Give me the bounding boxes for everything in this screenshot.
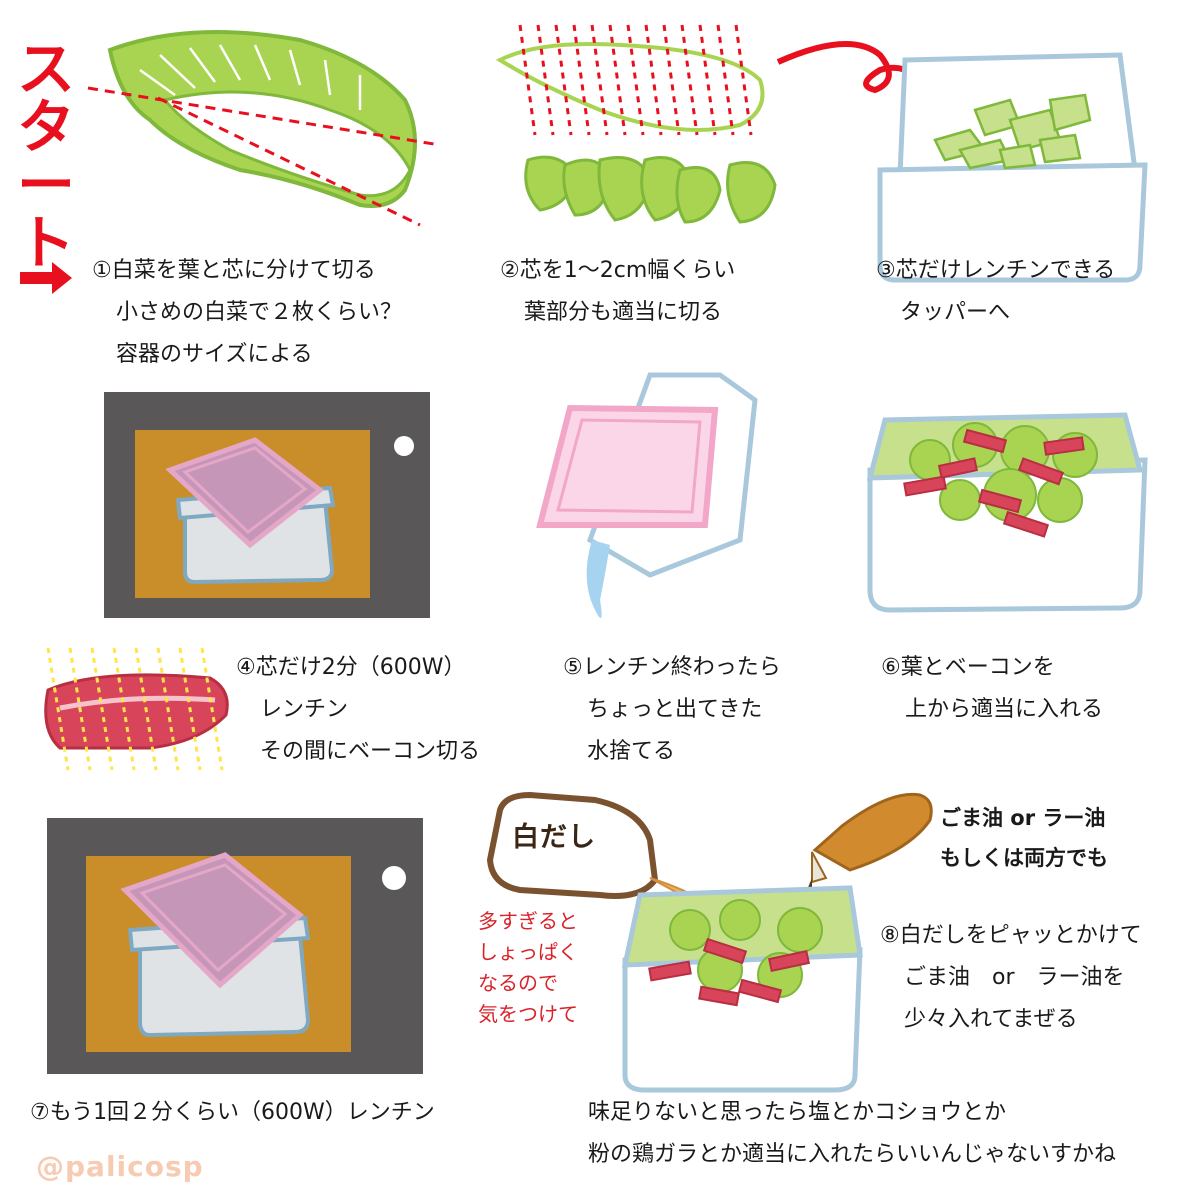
step-3-text: ③芯だけレンチンできる タッパーへ	[876, 250, 1115, 334]
start-char: ー	[16, 151, 75, 219]
step-6-text: ⑥葉とベーコンを 上から適当に入れる	[881, 647, 1103, 731]
step-5-line: ちょっと出てきた	[587, 697, 763, 722]
step-6-line: 上から適当に入れる	[905, 697, 1104, 722]
oil-line: もしくは両方でも	[940, 846, 1108, 870]
warning-line: 多すぎると	[478, 909, 578, 933]
step-4-line: ④芯だけ2分（600W）	[236, 655, 466, 680]
cut-leaves-icon	[524, 155, 777, 224]
step-8-line: ごま油 or ラー油を	[904, 965, 1125, 990]
microwave-icon	[104, 392, 430, 618]
step-8-text: ⑧白だしをピャッとかけて ごま油 or ラー油を 少々入れてまぜる	[880, 915, 1142, 1041]
step-1-line: ①白菜を葉と芯に分けて切る	[92, 258, 376, 283]
curve-arrow-icon	[776, 41, 938, 97]
step-4-line: その間にベーコン切る	[260, 739, 481, 764]
bottle-label: 白だし	[512, 822, 596, 853]
credit-watermark: @palicosp	[36, 1150, 204, 1183]
warning-note: 多すぎると しょっぱく なるので 気をつけて	[478, 906, 578, 1030]
step-3-line: タッパーへ	[900, 300, 1011, 325]
step-4-text: ④芯だけ2分（600W） レンチン その間にベーコン切る	[236, 647, 480, 773]
step-8-line: ⑧白だしをピャッとかけて	[880, 923, 1142, 948]
bacon-icon	[44, 647, 229, 771]
step-1-text: ①白菜を葉と芯に分けて切る 小さめの白菜で２枚くらい？ 容器のサイズによる	[92, 250, 402, 376]
step-5-line: 水捨てる	[587, 739, 676, 764]
oil-note: ごま油 or ラー油 もしくは両方でも	[940, 798, 1108, 878]
shirodashi-bottle-icon	[486, 791, 659, 899]
final-line: 粉の鶏ガラとか適当に入れたらいいんじゃないすかね	[588, 1142, 1117, 1167]
container-with-leaves-bacon-icon	[866, 412, 1148, 613]
start-char: ス	[16, 35, 75, 103]
microwave-2-icon	[47, 818, 423, 1074]
step-7-line: ⑦もう1回２分くらい（600W）レンチン	[30, 1100, 435, 1125]
step-5-line: ⑤レンチン終わったら	[563, 655, 781, 680]
draining-container-icon	[536, 372, 758, 618]
start-char: タ	[16, 93, 75, 161]
step-2-line: ②芯を1〜2cm幅くらい	[500, 258, 736, 283]
step-2-line: 葉部分も適当に切る	[524, 300, 723, 325]
cabbage-leaf-icon	[87, 30, 441, 227]
mixing-container-icon	[621, 885, 863, 1093]
start-arrow-icon	[20, 262, 72, 294]
step-1-line: 小さめの白菜で２枚くらい？	[116, 300, 403, 325]
step-6-line: ⑥葉とベーコンを	[881, 655, 1055, 680]
start-char: ト	[16, 209, 75, 277]
warning-line: 気をつけて	[478, 1002, 578, 1026]
final-line: 味足りないと思ったら塩とかコショウとか	[588, 1100, 1007, 1125]
warning-line: しょっぱく	[478, 940, 578, 964]
step-3-line: ③芯だけレンチンできる	[876, 258, 1116, 283]
step-4-line: レンチン	[260, 697, 349, 722]
oil-line: ごま油 or ラー油	[940, 806, 1106, 830]
start-label: ス タ ー ト	[14, 40, 78, 272]
step-5-text: ⑤レンチン終わったら ちょっと出てきた 水捨てる	[563, 647, 781, 773]
warning-line: なるので	[478, 971, 558, 995]
step-2-text: ②芯を1〜2cm幅くらい 葉部分も適当に切る	[500, 250, 735, 334]
step-1-line: 容器のサイズによる	[116, 342, 313, 367]
step-7-text: ⑦もう1回２分くらい（600W）レンチン	[30, 1092, 435, 1134]
container-with-stems-icon	[877, 52, 1148, 283]
cut-stem-icon	[495, 24, 765, 136]
step-8-line: 少々入れてまぜる	[904, 1007, 1078, 1032]
final-note: 味足りないと思ったら塩とかコショウとか 粉の鶏ガラとか適当に入れたらいいんじゃな…	[588, 1092, 1116, 1176]
